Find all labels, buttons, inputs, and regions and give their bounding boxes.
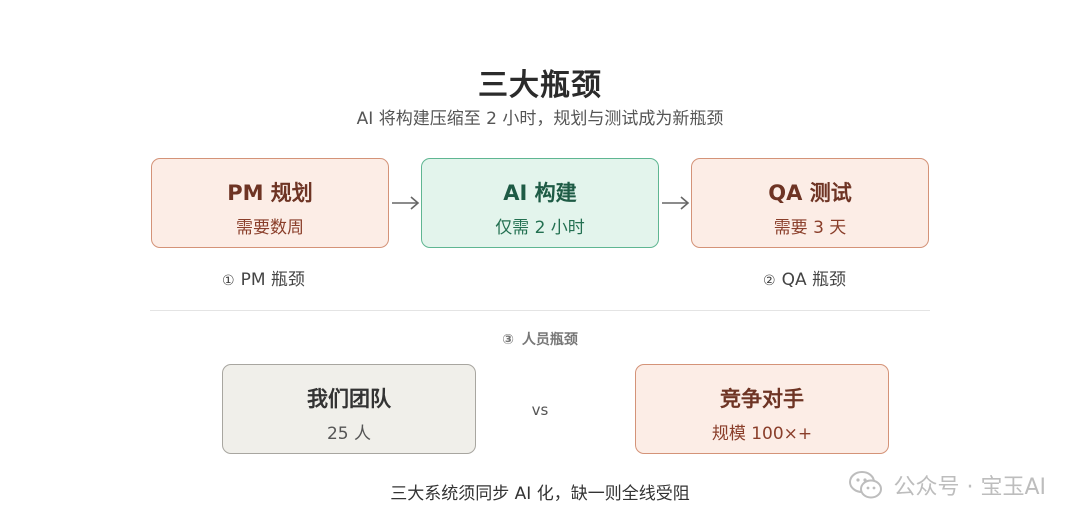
our-team-detail: 25 人 bbox=[326, 424, 372, 444]
diagram-title: 三大瓶颈 bbox=[478, 68, 602, 103]
stage-qa-detail: 需要 3 天 bbox=[773, 218, 847, 238]
stage-ai-box: AI 构建 仅需 2 小时 bbox=[421, 158, 659, 248]
vs-label: vs bbox=[531, 401, 549, 419]
people-bottleneck-label: ③ 人员瓶颈 bbox=[0, 329, 1080, 349]
rival-detail: 规模 100×+ bbox=[711, 424, 813, 444]
qa-bottleneck-label: ② QA 瓶颈 bbox=[763, 265, 846, 290]
stage-ai-detail: 仅需 2 小时 bbox=[495, 218, 585, 238]
wechat-icon bbox=[849, 471, 883, 499]
people-bottleneck-marker: ③ bbox=[502, 332, 514, 348]
footer-note: 三大系统须同步 AI 化，缺一则全线受阻 bbox=[390, 484, 690, 504]
people-bottleneck-text: 人员瓶颈 bbox=[521, 332, 578, 348]
pm-bottleneck-marker: ① bbox=[222, 273, 235, 289]
qa-bottleneck-text: QA 瓶颈 bbox=[781, 270, 846, 290]
watermark: 公众号 · 宝玉AI bbox=[849, 468, 1046, 502]
stage-ai-name: AI 构建 bbox=[503, 181, 577, 205]
stage-qa-box: QA 测试 需要 3 天 bbox=[691, 158, 929, 248]
pm-bottleneck-text: PM 瓶颈 bbox=[240, 270, 305, 290]
pm-bottleneck-label: ① PM 瓶颈 bbox=[222, 265, 305, 290]
arrow-right-icon bbox=[662, 196, 690, 210]
stage-pm-name: PM 规划 bbox=[227, 181, 313, 205]
stage-pm-box: PM 规划 需要数周 bbox=[151, 158, 389, 248]
diagram-subtitle: AI 将构建压缩至 2 小时，规划与测试成为新瓶颈 bbox=[356, 109, 724, 129]
rival-name: 竞争对手 bbox=[720, 387, 804, 411]
qa-bottleneck-marker: ② bbox=[763, 273, 776, 289]
our-team-name: 我们团队 bbox=[307, 387, 391, 411]
arrow-right-icon bbox=[392, 196, 420, 210]
watermark-text: 公众号 · 宝玉AI bbox=[893, 475, 1046, 500]
stage-qa-name: QA 测试 bbox=[768, 181, 852, 205]
our-team-box: 我们团队 25 人 bbox=[222, 364, 476, 454]
section-divider bbox=[150, 310, 930, 311]
stage-pm-detail: 需要数周 bbox=[236, 218, 304, 238]
rival-box: 竞争对手 规模 100×+ bbox=[635, 364, 889, 454]
